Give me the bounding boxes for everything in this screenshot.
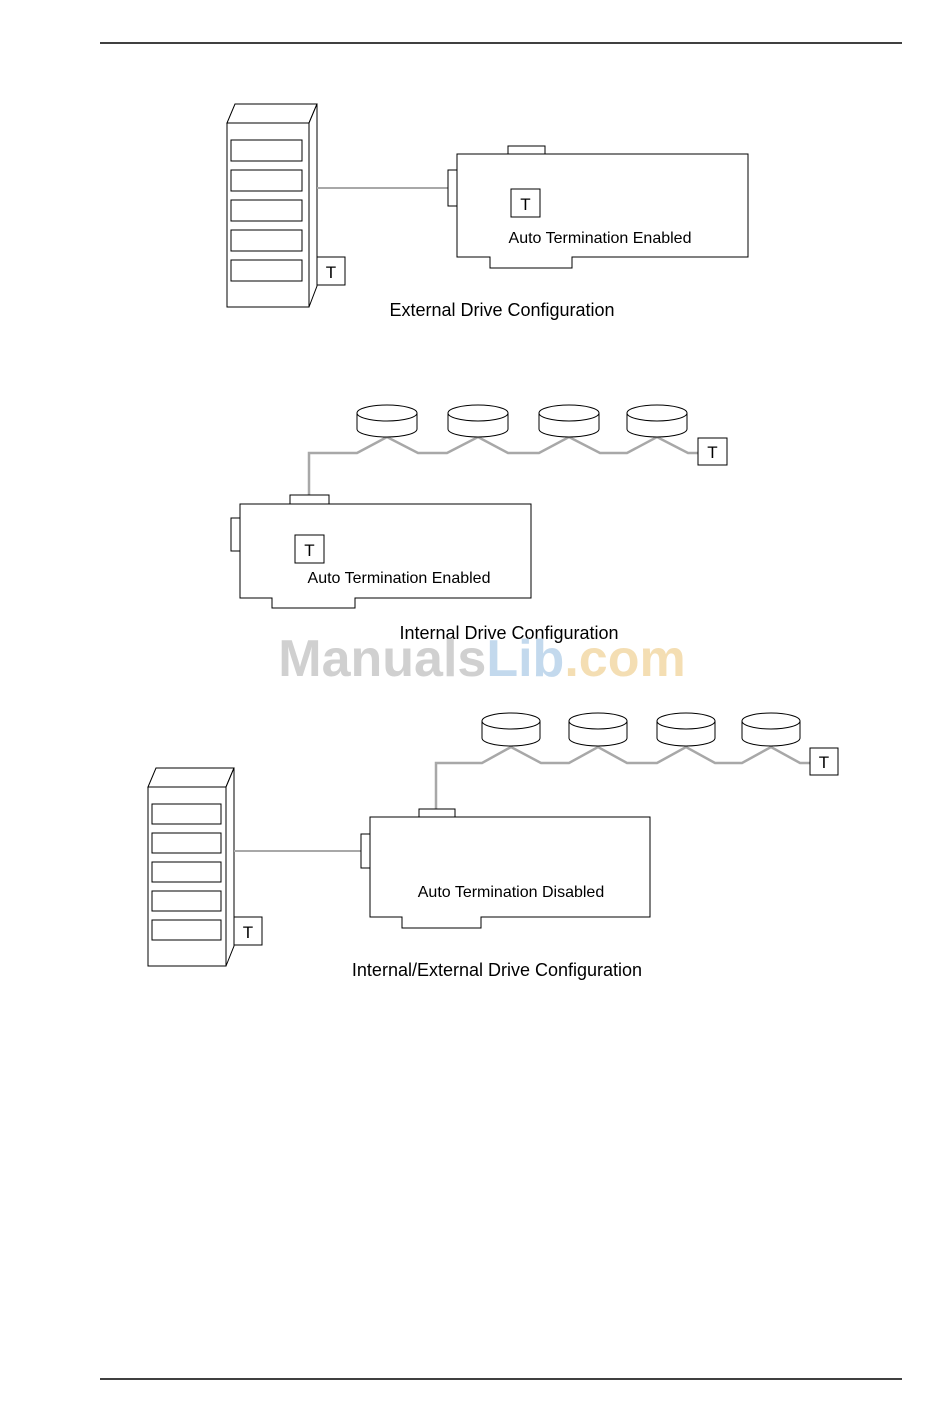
watermark-part3: .com (564, 630, 685, 688)
disk-drive (569, 713, 627, 746)
drive-bay (231, 260, 302, 281)
host-adapter-card (361, 809, 650, 928)
watermark-part2: Lib (486, 630, 564, 688)
internal-connector (419, 809, 455, 817)
external-connector (231, 518, 240, 551)
drive-bay (152, 920, 221, 940)
internal-connector (508, 146, 545, 154)
card-terminator: T (295, 535, 324, 563)
internal-cable (436, 747, 810, 809)
external-connector (448, 170, 457, 206)
card-label: Auto Termination Disabled (418, 884, 604, 901)
terminator-label: T (707, 443, 717, 462)
terminator-label: T (326, 263, 336, 282)
tower-terminator: T (234, 917, 262, 945)
internal-cable (309, 437, 698, 495)
card-label: Auto Termination Enabled (509, 230, 692, 247)
external-drive-tower (227, 104, 317, 307)
drive-bay (152, 804, 221, 824)
external-connector (361, 834, 370, 868)
terminator-label: T (819, 753, 829, 772)
diagram-caption: Internal/External Drive Configuration (352, 960, 642, 980)
internal-external-drive-diagram: T T Auto Te (148, 713, 838, 980)
drive-bay (231, 230, 302, 251)
host-adapter-card (448, 146, 748, 268)
disk-drive (357, 405, 417, 437)
card-terminator: T (511, 189, 540, 217)
diagram-caption: External Drive Configuration (389, 300, 614, 320)
drive-bay (152, 833, 221, 853)
disk-drive (627, 405, 687, 437)
internal-connector (290, 495, 329, 504)
drive-bay (231, 200, 302, 221)
terminator-label: T (243, 923, 253, 942)
disk-drive (539, 405, 599, 437)
disk-drive (742, 713, 800, 746)
disk-drive (657, 713, 715, 746)
disk-drive (448, 405, 508, 437)
tower-terminator: T (317, 257, 345, 285)
card-label: Auto Termination Enabled (308, 570, 491, 587)
watermark: ManualsLib.com (278, 630, 685, 688)
external-drive-diagram: T T Auto Termination Enabled External Dr… (227, 104, 748, 320)
disk-drive (482, 713, 540, 746)
terminator-label: T (304, 541, 314, 560)
drive-bay (152, 862, 221, 882)
terminator-label: T (520, 195, 530, 214)
drive-bay (231, 140, 302, 161)
chain-terminator: T (698, 438, 727, 465)
external-drive-tower (148, 768, 234, 966)
host-adapter-card (231, 495, 531, 608)
internal-drive-diagram: T T Auto Termination Enabled Internal Dr… (231, 405, 727, 643)
drive-bay (231, 170, 302, 191)
drive-bay (152, 891, 221, 911)
watermark-part1: Manuals (278, 630, 486, 688)
chain-terminator: T (810, 748, 838, 775)
